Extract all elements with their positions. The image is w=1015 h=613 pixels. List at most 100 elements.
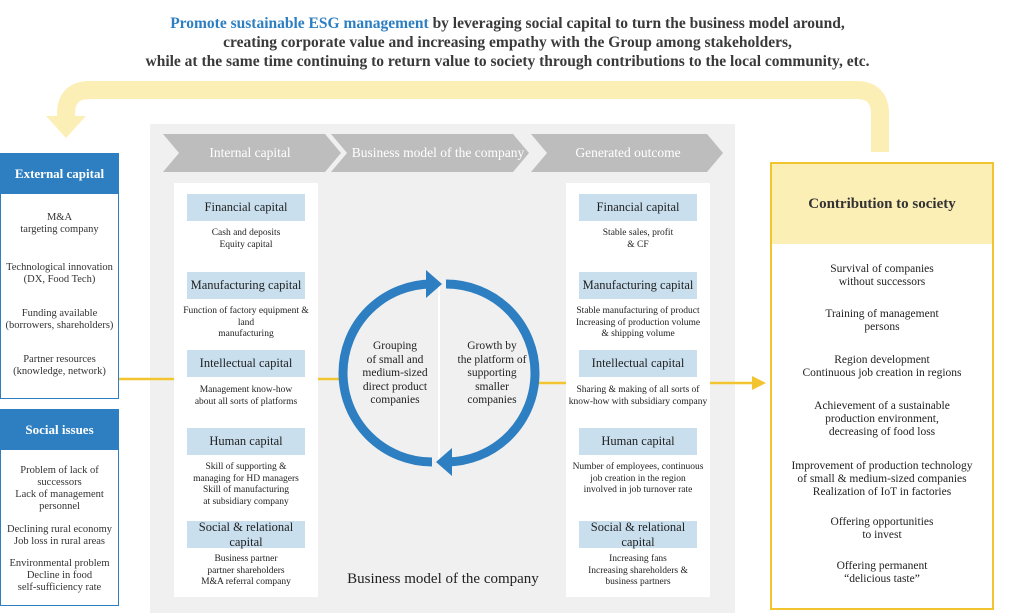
internal-human-label: Human capital xyxy=(187,428,305,455)
desc-line: Stable sales, profit xyxy=(602,228,674,238)
cycle-line: medium-sized xyxy=(362,367,428,379)
desc-line: Increasing fans xyxy=(609,554,667,564)
social-item-rural: Declining rural economy Job loss in rura… xyxy=(1,524,118,548)
outcome-financial-desc: Stable sales, profit & CF xyxy=(566,228,710,251)
item-line: Realization of IoT in factories xyxy=(812,486,952,498)
cycle-line: direct product xyxy=(362,380,428,393)
item-line: Partner resources xyxy=(23,354,96,365)
cycle-line: companies xyxy=(370,394,420,406)
contribution-item-training: Training of management persons xyxy=(772,308,992,334)
desc-line: Function of factory equipment & land xyxy=(183,306,309,328)
item-line: Training of management xyxy=(825,308,939,320)
chevron-generated-outcome: Generated outcome xyxy=(548,134,708,172)
cycle-right-text: Growth by the platform of supporting sma… xyxy=(448,340,536,408)
internal-human-desc: Skill of supporting & managing for HD ma… xyxy=(174,462,318,508)
chevron-business-model: Business model of the company xyxy=(348,134,528,172)
item-line: decreasing of food loss xyxy=(828,426,936,438)
outcome-social-desc: Increasing fans Increasing shareholders … xyxy=(566,554,710,589)
chevron-row xyxy=(163,134,723,172)
internal-manufacturing-desc: Function of factory equipment & land man… xyxy=(174,306,318,341)
contribution-item-taste: Offering permanent “delicious taste” xyxy=(772,560,992,586)
chevron-internal-capital: Internal capital xyxy=(174,134,326,172)
cycle-arc-right xyxy=(445,279,540,467)
item-line: Region development xyxy=(834,354,930,366)
item-line: Offering opportunities xyxy=(830,516,934,528)
contribution-item-survival: Survival of companies without successors xyxy=(772,263,992,289)
item-line: personnel xyxy=(39,501,80,512)
cycle-line: the platform of xyxy=(457,353,527,366)
internal-financial-desc: Cash and deposits Equity capital xyxy=(174,228,318,251)
desc-line: & shipping volume xyxy=(601,329,675,339)
cycle-line: companies xyxy=(467,394,517,406)
item-line: self-sufficiency rate xyxy=(17,582,102,593)
chevron-shape-outcome xyxy=(531,134,723,172)
item-line: Problem of lack of xyxy=(20,465,99,476)
cycle-left-text: Grouping of small and medium-sized direc… xyxy=(350,340,440,408)
external-capital-title: External capital xyxy=(1,154,118,194)
item-line: production environment, xyxy=(825,413,939,425)
desc-line: know-how with subsidiary company xyxy=(568,396,708,407)
contribution-box: Contribution to society Survival of comp… xyxy=(770,162,994,610)
desc-line: managing for HD managers xyxy=(193,473,299,484)
external-item-partner: Partner resources (knowledge, network) xyxy=(1,354,118,378)
cycle-line: Growth by xyxy=(467,340,517,352)
header-line-2: creating corporate value and increasing … xyxy=(223,34,792,51)
item-line: (borrowers, shareholders) xyxy=(5,320,114,331)
item-line: Continuous job creation in regions xyxy=(802,367,962,379)
desc-line: about all sorts of platforms xyxy=(194,396,298,407)
item-line: of small & medium-sized companies xyxy=(797,473,967,485)
contribution-item-region: Region development Continuous job creati… xyxy=(772,354,992,380)
outcome-human-label: Human capital xyxy=(579,428,697,455)
item-line: (DX, Food Tech) xyxy=(23,274,96,285)
item-line: Funding available xyxy=(21,308,98,319)
item-line: Offering permanent xyxy=(836,560,928,572)
external-item-funding: Funding available (borrowers, shareholde… xyxy=(1,308,118,332)
chevron-shape-model xyxy=(331,134,529,172)
item-line: M&A xyxy=(46,212,73,223)
header-highlight: Promote sustainable ESG management xyxy=(170,15,429,32)
item-line: Lack of management xyxy=(15,489,104,500)
outcome-manufacturing-desc: Stable manufacturing of product Increasi… xyxy=(566,306,710,341)
desc-line: manufacturing xyxy=(218,329,274,339)
cycle-arrowhead-bottom xyxy=(436,448,452,476)
item-line: Decline in food xyxy=(26,570,93,581)
contribution-item-invest: Offering opportunities to invest xyxy=(772,516,992,542)
desc-line: Business partner xyxy=(214,554,278,564)
desc-line: Increasing shareholders & xyxy=(588,565,688,576)
internal-social-label: Social & relational capital xyxy=(187,520,305,549)
desc-line: Cash and deposits xyxy=(211,228,281,238)
desc-line: Management know-how xyxy=(199,385,293,395)
desc-line: Skill of manufacturing xyxy=(202,485,289,495)
header-line-1-rest: by leveraging social capital to turn the… xyxy=(428,15,845,32)
outcome-financial-label: Financial capital xyxy=(579,194,697,221)
internal-manufacturing-label: Manufacturing capital xyxy=(187,272,305,299)
desc-line: job creation in the region xyxy=(590,473,686,484)
contribution-title: Contribution to society xyxy=(772,164,992,244)
item-line: Achievement of a sustainable xyxy=(814,400,950,412)
desc-line: partner shareholders xyxy=(207,565,285,576)
desc-line: Equity capital xyxy=(219,239,273,250)
external-capital-box: External capital M&A targeting company T… xyxy=(0,153,119,399)
desc-line: Increasing of production volume xyxy=(575,317,701,328)
header-line-1: Promote sustainable ESG management by le… xyxy=(0,14,1015,33)
cycle-arrowhead-top xyxy=(426,270,442,298)
cycle-line: of small and xyxy=(366,353,424,366)
header-text: Promote sustainable ESG management by le… xyxy=(0,14,1015,71)
internal-intellectual-label: Intellectual capital xyxy=(187,350,305,377)
item-line: Survival of companies xyxy=(830,263,934,275)
business-model-caption: Business model of the company xyxy=(347,571,539,587)
external-item-technology: Technological innovation (DX, Food Tech) xyxy=(1,262,118,286)
item-line: Environmental problem xyxy=(9,558,110,569)
social-issues-box: Social issues Problem of lack of success… xyxy=(0,409,119,606)
desc-line: Stable manufacturing of product xyxy=(576,306,700,316)
desc-line: at subsidiary company xyxy=(203,496,289,507)
header-line-3: while at the same time continuing to ret… xyxy=(145,53,870,70)
item-line: to invest xyxy=(862,529,902,541)
contribution-item-technology: Improvement of production technology of … xyxy=(772,460,992,499)
desc-line: Sharing & making of all sorts of xyxy=(576,385,700,395)
desc-line: Skill of supporting & xyxy=(205,462,287,472)
social-issues-title: Social issues xyxy=(1,410,118,450)
desc-line: M&A referral company xyxy=(201,577,291,587)
